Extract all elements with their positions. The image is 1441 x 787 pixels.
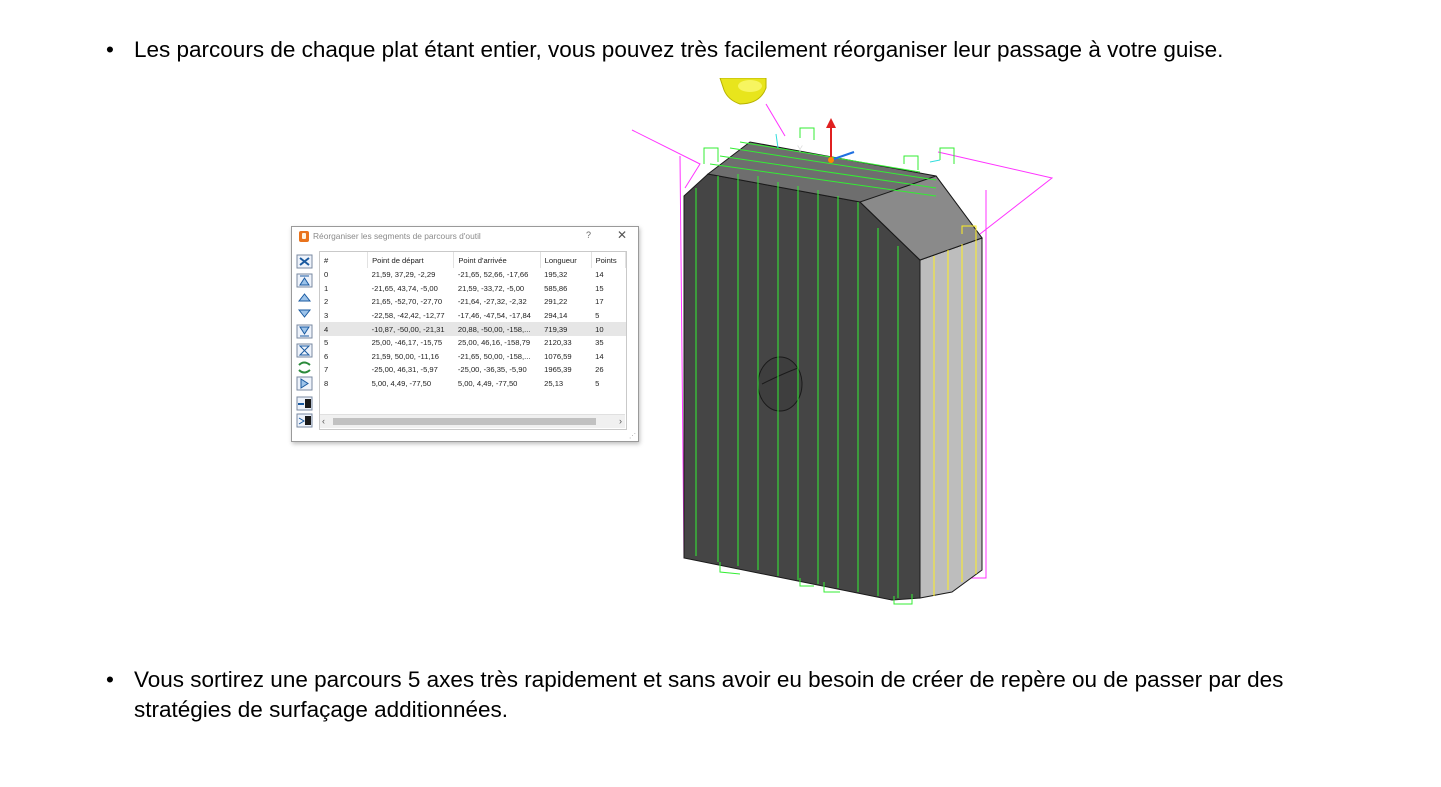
cell-length: 1965,39 [544, 365, 572, 375]
cell-start: -22,58, -42,42, -12,77 [371, 311, 445, 321]
bullet-item-1: • Les parcours de chaque plat étant enti… [106, 35, 1324, 65]
cell-index: 6 [324, 351, 329, 361]
flip-icon[interactable] [296, 376, 313, 391]
segments-table-container[interactable]: # Point de départ Point d'arrivée Longue… [319, 251, 627, 430]
green-toolpath [695, 127, 955, 605]
dialog-title: Réorganiser les segments de parcours d'o… [313, 231, 481, 241]
cell-index: 0 [324, 270, 329, 280]
cell-points: 17 [595, 297, 604, 307]
bullet-symbol: • [106, 667, 114, 692]
scrollbar-thumb[interactable] [333, 418, 596, 425]
close-button[interactable]: ✕ [617, 228, 628, 242]
cell-points: 14 [595, 351, 604, 361]
bullet-text-2: Vous sortirez une parcours 5 axes très r… [134, 667, 1284, 722]
table-row[interactable]: 1 -21,65, 43,74, -5,00 21,59, -33,72, -5… [320, 282, 626, 296]
cad-viewport[interactable]: Y [600, 77, 1070, 618]
cell-end: -21,65, 52,66, -17,66 [457, 270, 529, 280]
cell-start: -25,00, 46,31, -5,97 [371, 365, 438, 375]
table-row[interactable]: 8 5,00, 4,49, -77,50 5,00, 4,49, -77,50 … [320, 377, 626, 391]
axis-triad-icon [826, 118, 855, 163]
cell-index: 3 [324, 311, 329, 321]
cell-points: 5 [595, 311, 600, 321]
cell-start: -10,87, -50,00, -21,31 [367, 322, 454, 336]
cell-end: -21,64, -27,32, -2,32 [457, 297, 527, 307]
cell-end: 25,00, 46,16, -158,79 [457, 338, 531, 348]
table-row-selected[interactable]: 4 -10,87, -50,00, -21,31 20,88, -50,00, … [320, 322, 626, 336]
cell-length: 585,86 [544, 283, 568, 293]
cell-points: 14 [595, 270, 604, 280]
optimize-icon[interactable] [296, 254, 313, 269]
hole-feature [757, 356, 803, 412]
move-down-icon[interactable] [296, 306, 313, 321]
dialog-titlebar[interactable]: Réorganiser les segments de parcours d'o… [292, 227, 638, 247]
cell-index: 4 [320, 322, 368, 336]
reorder-icon[interactable] [296, 360, 313, 375]
move-up-icon[interactable] [296, 290, 313, 305]
cell-end: 20,88, -50,00, -158,... [453, 322, 541, 336]
bullet-symbol: • [106, 37, 114, 62]
cell-start: 21,59, 50,00, -11,16 [371, 351, 439, 361]
cell-end: -21,65, 50,00, -158,... [457, 351, 531, 361]
cell-length: 294,14 [544, 311, 568, 321]
bullet-item-2: • Vous sortirez une parcours 5 axes très… [106, 665, 1324, 725]
table-row[interactable]: 2 21,65, -52,70, -27,70 -21,64, -27,32, … [320, 295, 626, 309]
reverse-icon[interactable] [296, 343, 313, 358]
cell-start: 21,59, 37,29, -2,29 [371, 270, 436, 280]
cell-end: 21,59, -33,72, -5,00 [457, 283, 525, 293]
scroll-left-icon[interactable]: ‹ [322, 416, 325, 426]
scroll-right-icon[interactable]: › [619, 416, 622, 426]
cell-points: 15 [595, 283, 604, 293]
move-to-bottom-icon[interactable] [296, 324, 313, 339]
horizontal-scrollbar[interactable]: ‹ › [320, 414, 625, 428]
cell-start: 21,65, -52,70, -27,70 [371, 297, 443, 307]
import-icon[interactable] [296, 413, 313, 428]
part-block [683, 141, 983, 601]
table-row[interactable]: 3 -22,58, -42,42, -12,77 -17,46, -47,54,… [320, 309, 626, 323]
resize-grip-icon[interactable]: ⋰ [629, 433, 636, 440]
cyan-toolpath [775, 133, 941, 163]
cell-index: 8 [324, 379, 329, 389]
cell-length: 719,39 [540, 322, 592, 336]
cell-length: 2120,33 [544, 338, 572, 348]
cell-end: 5,00, 4,49, -77,50 [457, 379, 518, 389]
axis-label: Y [797, 144, 803, 154]
cell-length: 25,13 [544, 379, 564, 389]
cell-points: 5 [595, 379, 600, 389]
app-icon [299, 231, 309, 242]
cell-length: 1076,59 [544, 351, 572, 361]
cell-end: -25,00, -36,35, -5,90 [457, 365, 527, 375]
column-header-length[interactable]: Longueur [540, 252, 592, 268]
table-row[interactable]: 0 21,59, 37,29, -2,29 -21,65, 52,66, -17… [320, 268, 626, 282]
cell-length: 291,22 [544, 297, 568, 307]
yellow-toolpath [933, 225, 977, 596]
cell-length: 195,32 [544, 270, 568, 280]
table-row[interactable]: 5 25,00, -46,17, -15,75 25,00, 46,16, -1… [320, 336, 626, 350]
cell-index: 5 [324, 338, 329, 348]
help-button[interactable]: ? [586, 230, 592, 240]
table-row[interactable]: 7 -25,00, 46,31, -5,97 -25,00, -36,35, -… [320, 363, 626, 377]
cell-index: 1 [324, 283, 329, 293]
column-header-start[interactable]: Point de départ [367, 252, 455, 268]
cell-start: -21,65, 43,74, -5,00 [371, 283, 438, 293]
cell-points: 26 [595, 365, 604, 375]
cell-start: 25,00, -46,17, -15,75 [371, 338, 443, 348]
cell-end: -17,46, -47,54, -17,84 [457, 311, 531, 321]
column-header-index[interactable]: # [320, 252, 369, 268]
column-header-points[interactable]: Points [591, 252, 626, 268]
column-header-end[interactable]: Point d'arrivée [453, 252, 541, 268]
bullet-text-1: Les parcours de chaque plat étant entier… [134, 37, 1224, 62]
cell-points: 35 [595, 338, 604, 348]
segments-table[interactable]: # Point de départ Point d'arrivée Longue… [320, 252, 626, 390]
cell-index: 2 [324, 297, 329, 307]
cell-start: 5,00, 4,49, -77,50 [371, 379, 432, 389]
table-header-row: # Point de départ Point d'arrivée Longue… [320, 252, 626, 268]
cell-index: 7 [324, 365, 329, 375]
toolpath-illustration: Y [631, 77, 1054, 605]
reorder-segments-dialog: Réorganiser les segments de parcours d'o… [291, 226, 639, 442]
move-to-top-icon[interactable] [296, 273, 313, 288]
cell-points: 10 [591, 322, 626, 336]
cutting-tool-icon [719, 77, 767, 105]
export-icon[interactable] [296, 396, 313, 411]
table-row[interactable]: 6 21,59, 50,00, -11,16 -21,65, 50,00, -1… [320, 350, 626, 364]
